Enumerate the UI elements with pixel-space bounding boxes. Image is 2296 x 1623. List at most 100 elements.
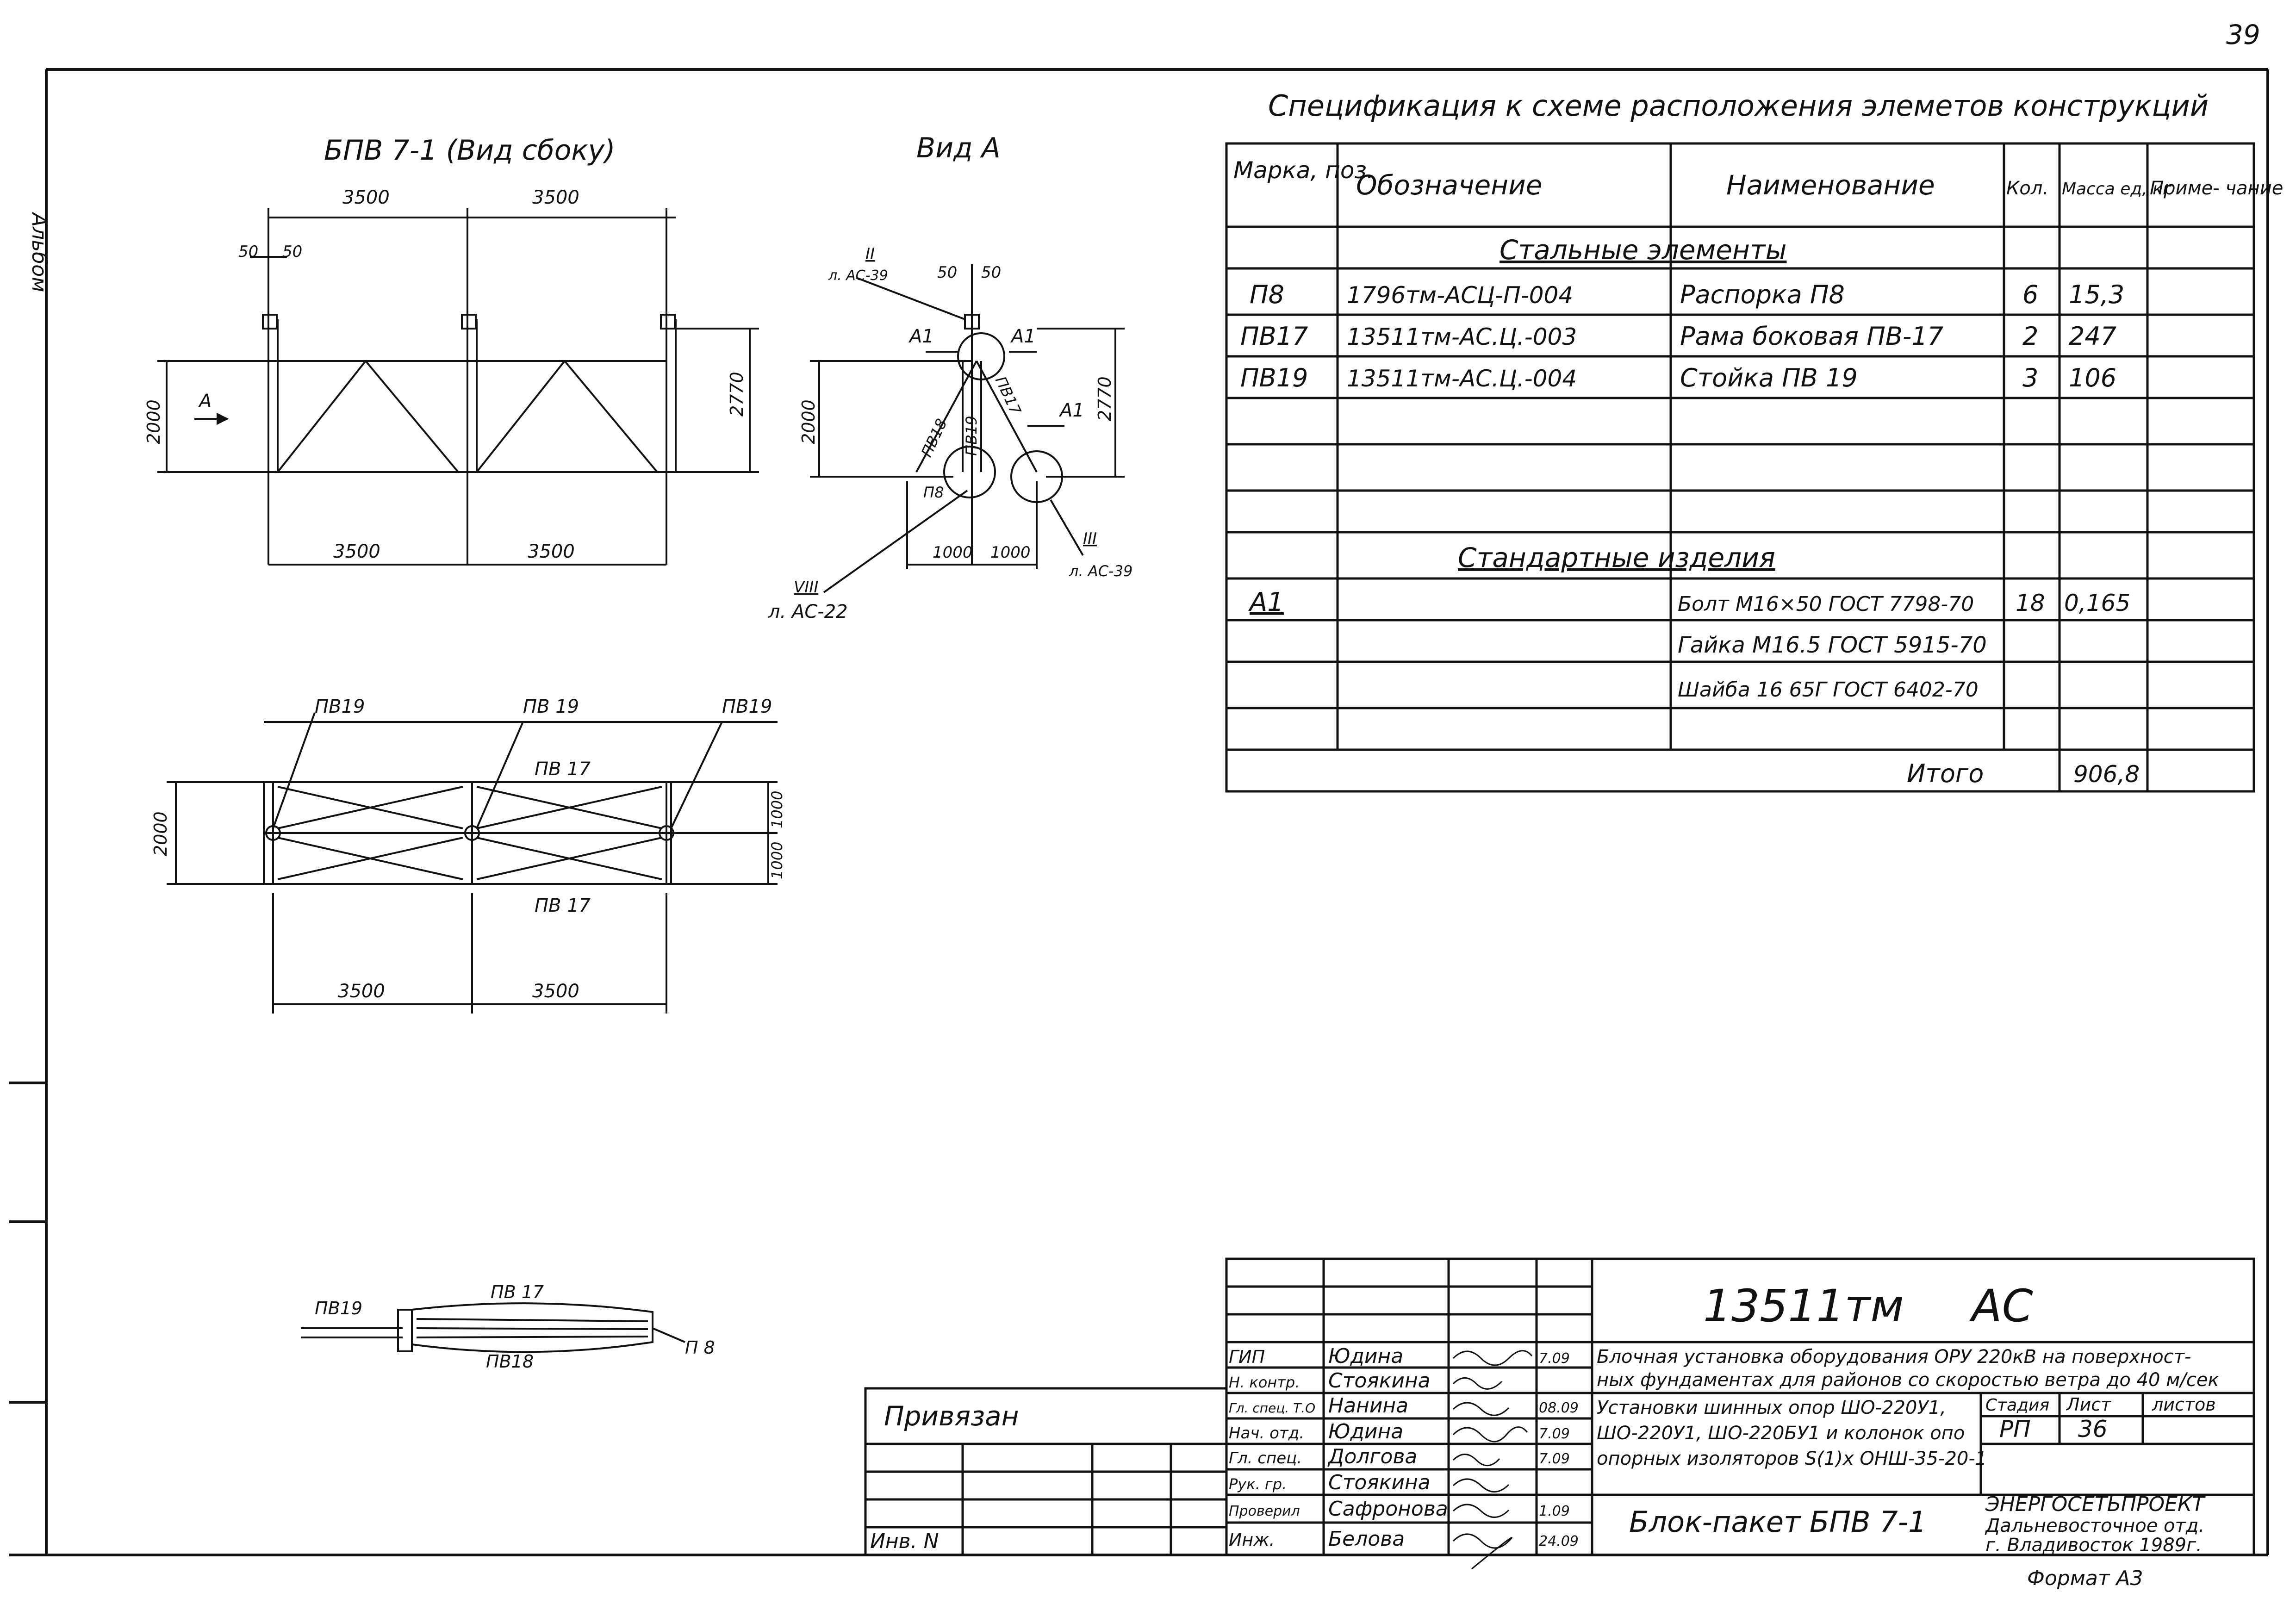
callout-viii-ref: л. АС-22 [768,601,848,622]
side-view-arrow-label: А [198,391,212,412]
plan-view: ПВ19 ПВ 19 ПВ19 ПВ 17 ПВ 17 2000 1000 10… [150,696,786,1014]
staff-name: Стоякина [1328,1369,1431,1393]
view-a-label-a1-left: А1 [908,326,934,347]
spec-std-row1-mark: А1 [1248,587,1284,617]
staff-name: Юдина [1328,1344,1403,1368]
title-sheet-desc-1: Установки шинных опор ШО-220У1, [1597,1397,1946,1418]
staff-role: ГИП [1229,1347,1265,1367]
spec-header-mass: Масса ед, кг [2062,180,2172,199]
detail-label-pv17: ПВ 17 [491,1282,544,1302]
side-bottom-dim-2: 3500 [528,541,575,562]
staff-date: 7.09 [1539,1350,1570,1367]
spec-section-standard: Стандартные изделия [1458,542,1775,573]
staff-date: 24.09 [1539,1533,1579,1549]
view-a-label-pv19: ПВ19 [963,416,980,456]
spec-std-row3-name: Шайба 16 65Г ГОСТ 6402-70 [1678,678,1979,702]
staff-name: Белова [1328,1527,1405,1551]
callout-ii-num: II [865,245,875,263]
spec-header-note: Приме- чание [2150,178,2283,199]
spec-std-row1-qty: 18 [2016,590,2045,616]
callout-ii-ref: л. АС-39 [828,267,888,284]
signatures [1452,1350,1533,1570]
view-a-bottom-dim-1: 1000 [933,543,973,562]
title-block: 13511тм АС Блочная установка оборудовани… [1225,1257,2255,1590]
view-a-title: Вид А [916,132,1001,164]
callout-iii-ref: л. АС-39 [1069,562,1132,580]
staff-role: Гл. спец. Т.О [1229,1400,1315,1416]
spec-row2-qty: 2 [2022,322,2038,351]
spec-row3-name: Стойка ПВ 19 [1680,363,1858,392]
title-code: 13511тм [1703,1280,1904,1332]
side-top-dim-2: 3500 [532,187,579,208]
spec-std-row2-name: Гайка М16.5 ГОСТ 5915-70 [1678,632,1987,658]
staff-name: Юдина [1328,1420,1403,1443]
spec-table: Спецификация к схеме расположения элемет… [1225,89,2283,793]
title-list-label: Лист [2066,1394,2112,1415]
plan-post-1: ПВ19 [315,696,365,717]
detail-label-pv18: ПВ18 [486,1351,534,1372]
spec-row2-mass: 247 [2069,322,2116,351]
spec-header-name: Наименование [1726,169,1935,201]
spec-row3-designation: 13511тм-АС.Ц.-004 [1347,365,1577,392]
view-a-label-a1-right: А1 [1058,400,1084,421]
plan-height-left: 2000 [150,811,171,856]
view-a-dim-50-right: 50 [981,263,1001,282]
binding-box: Привязан Инв. N [864,1387,1228,1556]
title-stage-label: Стадия [1985,1396,2049,1415]
plan-post-3: ПВ19 [722,696,772,717]
staff-name: Сафронова [1328,1497,1448,1521]
plan-bottom-frame: ПВ 17 [535,895,591,916]
spec-row2-designation: 13511тм-АС.Ц.-003 [1347,323,1577,350]
title-org-3: г. Владивосток 1989г. [1985,1535,2202,1556]
side-height-left: 2000 [143,399,164,444]
spec-row2-mark: ПВ17 [1240,322,1308,351]
spec-header-designation: Обозначение [1356,169,1542,201]
view-a-bottom-dim-2: 1000 [990,543,1031,562]
spec-row3-mass: 106 [2069,363,2116,392]
title-stage: РП [1999,1416,2031,1443]
side-height-right: 2770 [727,372,747,417]
staff-role: Рук. гр. [1229,1475,1287,1493]
spec-row3-qty: 3 [2022,363,2038,392]
spec-std-row1-mass: 0,165 [2064,590,2130,616]
view-a-label-pv8: П8 [923,484,944,501]
spec-row1-mark: П8 [1250,280,1284,309]
title-sheet-code: АС [1969,1280,2033,1332]
plan-bottom-dim-2: 3500 [532,981,579,1002]
title-format: Формат А3 [2027,1567,2143,1590]
detail-label-p8: П 8 [685,1337,715,1358]
page-number: 39 [2226,19,2260,50]
view-a: Вид А 50 [768,132,1132,622]
spec-total-label: Итого [1907,759,1984,788]
spec-header-mark: Марка, поз. [1233,157,1374,184]
side-view-title: БПВ 7-1 (Вид сбоку) [324,134,616,167]
view-a-dim-50-left: 50 [937,263,957,282]
spec-row2-name: Рама боковая ПВ-17 [1680,322,1943,351]
staff-date: 08.09 [1539,1400,1579,1416]
side-post-dim-2: 50 [282,243,302,261]
title-org-1: ЭНЕРГОСЕТЬПРОЕКТ [1985,1492,2206,1516]
side-view: БПВ 7-1 (Вид сбоку) [143,134,759,566]
title-project-desc-2: ных фундаментах для районов со скоростью… [1597,1369,2219,1391]
title-block-name: Блок-пакет БПВ 7-1 [1629,1505,1927,1539]
spec-title: Спецификация к схеме расположения элемет… [1268,89,2209,123]
staff-date: 7.09 [1539,1451,1570,1467]
view-a-height-left: 2000 [798,399,819,444]
plan-top-frame: ПВ 17 [535,759,591,780]
spec-header-qty: Кол. [2006,178,2048,199]
binding-title: Привязан [884,1400,1019,1432]
callout-iii-num: III [1083,529,1097,548]
plan-height-right-top: 1000 [768,791,786,828]
view-a-label-a1-top: А1 [1010,326,1036,347]
side-bottom-dim-1: 3500 [333,541,380,562]
staff-role: Гл. спец. [1229,1449,1302,1468]
binding-inv: Инв. N [870,1530,939,1553]
callout-viii-num: VIII [794,578,818,597]
staff-role: Н. контр. [1229,1374,1300,1391]
plan-post-2: ПВ 19 [523,696,579,717]
view-a-label-pv18: ПВ18 [918,416,951,460]
detail-view: ПВ19 ПВ 17 ПВ18 П 8 [301,1282,715,1372]
title-sheet-number: 36 [2078,1416,2108,1443]
detail-label-pv19: ПВ19 [315,1298,362,1318]
